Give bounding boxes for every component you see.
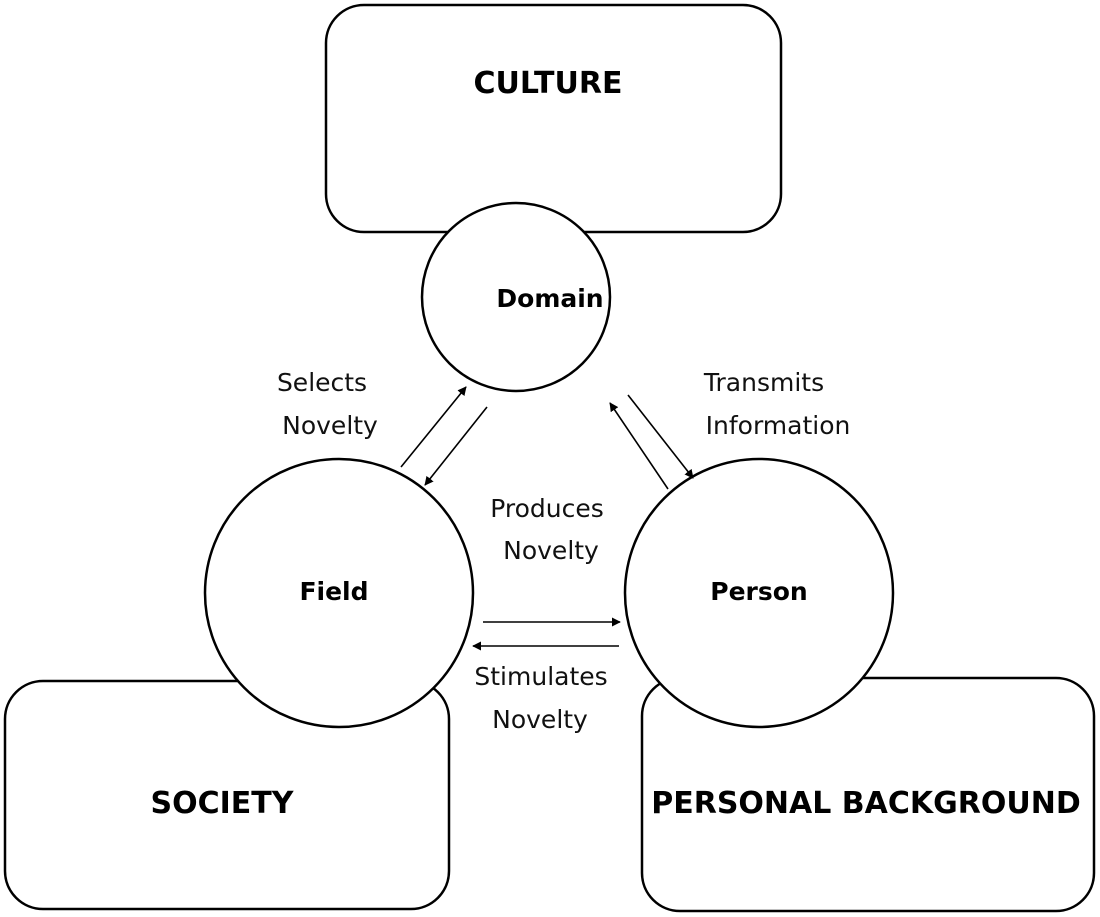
culture-label: CULTURE	[474, 66, 623, 101]
person-circle	[623, 457, 895, 729]
domain-circle	[420, 201, 612, 393]
domain-label: Domain	[496, 284, 603, 313]
produces-novelty-label: Produces Novelty	[490, 494, 611, 565]
field-to-domain-arrow	[400, 386, 467, 468]
personal-background-label: PERSONAL BACKGROUND	[651, 786, 1081, 821]
stimulates-novelty-label: Stimulates Novelty	[474, 662, 615, 734]
field-label: Field	[299, 577, 368, 606]
person-to-domain-arrow	[609, 402, 669, 490]
society-label: SOCIETY	[151, 786, 295, 821]
transmits-information-label: Transmits Information	[703, 368, 850, 440]
personal-background-box	[640, 676, 1096, 913]
selects-novelty-label: Selects Novelty	[277, 368, 378, 440]
culture-box	[324, 3, 783, 234]
domain-to-person-arrow	[627, 394, 694, 479]
field-circle	[203, 457, 475, 729]
person-label: Person	[710, 577, 807, 606]
society-box	[3, 679, 451, 911]
domain-to-field-arrow	[424, 406, 488, 486]
